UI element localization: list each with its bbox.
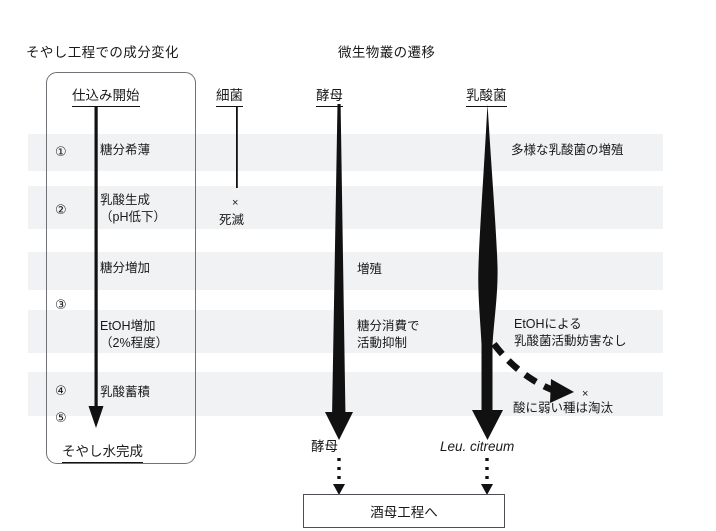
process-step-lactic-acid: 乳酸生成 （pH低下）: [100, 193, 166, 224]
process-end-label: そやし水完成: [62, 440, 143, 463]
step-marker-3: ③: [55, 297, 67, 312]
yeast-growth-label: 増殖: [357, 262, 383, 276]
soyashi-process-box: [46, 72, 196, 464]
row-band-1: [28, 134, 663, 171]
right-section-title: 微生物叢の遷移: [338, 45, 436, 60]
leuconostoc-to-destination-connector: [481, 458, 493, 495]
lab-etoh-no-inhibition-label: EtOHによる 乳酸菌活動妨害なし: [514, 317, 627, 348]
result-label-leuconostoc: Leu. citreum: [440, 439, 515, 454]
bacteria-fate-label: 死滅: [219, 213, 245, 227]
yeast-to-destination-connector: [333, 458, 345, 495]
step-marker-4: ④: [55, 383, 67, 398]
result-label-yeast: 酵母: [311, 439, 338, 454]
destination-label: 酒母工程へ: [370, 505, 438, 520]
lab-growth-label: 多様な乳酸菌の増殖: [511, 143, 624, 157]
process-start-label: 仕込み開始: [72, 84, 140, 107]
yeast-inhibition-label: 糖分消費で 活動抑制: [357, 319, 420, 350]
step-marker-2: ②: [55, 202, 67, 217]
left-section-title: そやし工程での成分変化: [26, 45, 179, 60]
step-marker-1: ①: [55, 144, 67, 159]
bacteria-death-x-mark: ×: [232, 197, 239, 209]
step-marker-5: ⑤: [55, 410, 67, 425]
acid-sensitive-eliminated-label: 酸に弱い種は淘汰: [513, 401, 614, 415]
process-step-lactic-accum: 乳酸蓄積: [100, 385, 151, 399]
process-step-etoh-up: EtOH増加 （2%程度）: [100, 319, 169, 350]
row-band-2: [28, 186, 663, 229]
process-step-sugar-low: 糖分希薄: [100, 143, 151, 157]
column-header-yeast: 酵母: [316, 84, 343, 107]
destination-box: 酒母工程へ: [303, 494, 505, 528]
process-step-sugar-up: 糖分増加: [100, 261, 151, 275]
column-header-lactic-acid-bacteria: 乳酸菌: [466, 84, 507, 107]
row-band-3: [28, 252, 663, 290]
column-header-bacteria: 細菌: [216, 84, 243, 107]
eliminated-x-mark: ×: [582, 388, 589, 400]
